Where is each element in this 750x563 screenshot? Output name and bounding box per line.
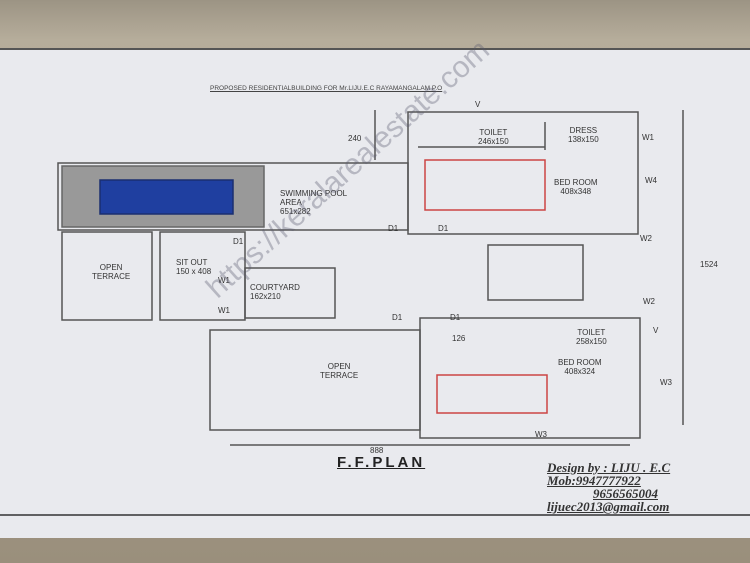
window-w1: W1 [642, 133, 654, 142]
terrace2-walls [209, 329, 421, 431]
window-w1: W1 [218, 276, 230, 285]
plan-heading: PROPOSED RESIDENTIALBUILDING FOR Mr.LIJU… [210, 85, 443, 92]
dim-888: 888 [370, 446, 384, 455]
door-d1: D1 [388, 224, 399, 233]
swimming-pool [99, 179, 234, 215]
bed2 [436, 374, 548, 414]
door-d1: D1 [233, 237, 244, 246]
window-w4: W4 [645, 176, 657, 185]
window-w2: W2 [643, 297, 655, 306]
courtyard-walls [244, 267, 336, 319]
plan-title: F.F.PLAN [337, 454, 426, 471]
designer: Design by : LIJU . E.C [547, 460, 671, 475]
dim-126: 126 [452, 334, 466, 343]
window-w3: W3 [660, 378, 672, 387]
window-w3: W3 [535, 430, 547, 439]
window-w1: W1 [218, 306, 230, 315]
stairs [487, 244, 584, 301]
door-d1: D1 [392, 313, 403, 322]
mobile-2: 9656565004 [593, 486, 658, 501]
dim-1524: 1524 [700, 260, 718, 269]
email: lijuec2013@gmail.com [547, 499, 670, 514]
mobile-1: Mob:9947777922 [547, 473, 641, 488]
door-d1: D1 [438, 224, 449, 233]
dim-240: 240 [348, 134, 362, 143]
bedroom1-walls [407, 111, 639, 235]
bed1 [424, 159, 546, 211]
door-d1: D1 [450, 313, 461, 322]
vent-label: V [475, 100, 481, 109]
window-w2: W2 [640, 234, 652, 243]
vent-label: V [653, 326, 659, 335]
terrace1-walls [61, 231, 153, 321]
